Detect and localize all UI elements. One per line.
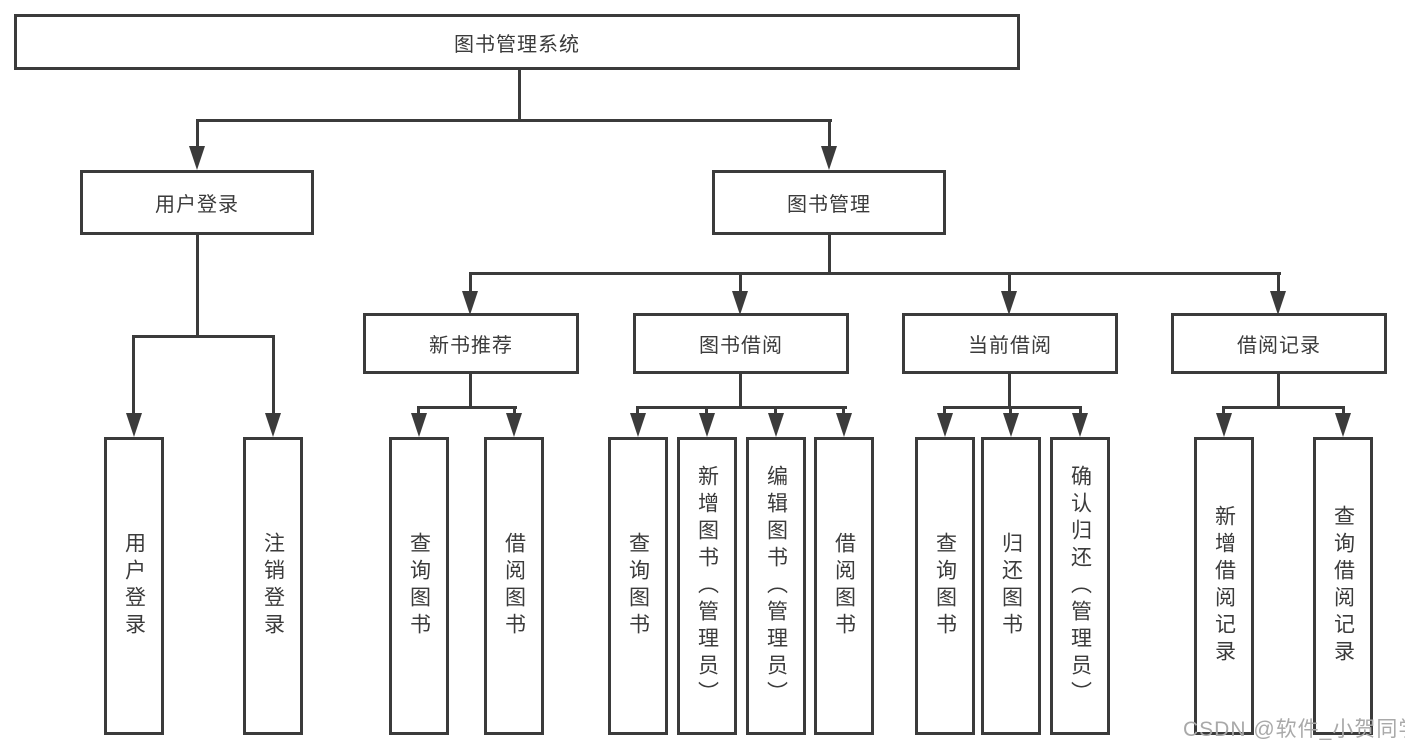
arrow-down-icon (411, 413, 427, 437)
arrow-down-icon (630, 413, 646, 437)
leaf-logout: 注销登录 (243, 437, 303, 735)
connector-line (636, 406, 847, 409)
arrow-down-icon (836, 413, 852, 437)
connector-line (196, 119, 832, 122)
arrow-down-icon (937, 413, 953, 437)
connector-line (1008, 374, 1011, 409)
node-label: 查询图书 (933, 532, 957, 640)
leaf-query-books-recommend: 查询图书 (389, 437, 449, 735)
arrow-down-icon (126, 413, 142, 437)
connector-line (132, 335, 275, 338)
arrow-down-icon (1072, 413, 1088, 437)
node-label: 注销登录 (261, 532, 285, 640)
connector-line (828, 119, 831, 148)
connector-line (196, 235, 199, 338)
connector-line (132, 335, 135, 415)
node-user-login: 用户登录 (80, 170, 314, 235)
node-label: 借阅图书 (832, 532, 856, 640)
node-label: 图书管理 (787, 194, 871, 216)
node-label: 编辑图书（管理员） (764, 464, 788, 708)
node-label: 查询图书 (626, 532, 650, 640)
arrow-down-icon (1001, 291, 1017, 315)
leaf-user-login: 用户登录 (104, 437, 164, 735)
node-label: 归还图书 (999, 532, 1023, 640)
arrow-down-icon (1216, 413, 1232, 437)
node-label: 查询借阅记录 (1331, 505, 1355, 667)
connector-line (1008, 272, 1011, 293)
arrow-down-icon (1270, 291, 1286, 315)
connector-line (943, 406, 1082, 409)
leaf-add-borrow-record: 新增借阅记录 (1194, 437, 1254, 735)
connector-line (272, 335, 275, 415)
node-label: 用户登录 (155, 194, 239, 216)
arrow-down-icon (189, 146, 205, 170)
connector-line (1079, 406, 1082, 416)
node-library-management-system: 图书管理系统 (14, 14, 1020, 70)
leaf-query-borrow-record: 查询借阅记录 (1313, 437, 1373, 735)
node-new-book-recommendation: 新书推荐 (363, 313, 579, 374)
connector-line (1277, 272, 1280, 293)
connector-line (842, 406, 845, 416)
arrow-down-icon (265, 413, 281, 437)
node-label: 确认归还（管理员） (1068, 464, 1092, 708)
arrow-down-icon (506, 413, 522, 437)
leaf-borrow-books-recommend: 借阅图书 (484, 437, 544, 735)
connector-line (739, 374, 742, 409)
arrow-down-icon (1335, 413, 1351, 437)
connector-line (774, 406, 777, 416)
node-label: 借阅图书 (502, 532, 526, 640)
leaf-add-books-admin: 新增图书（管理员） (677, 437, 737, 735)
connector-line (1009, 406, 1012, 416)
node-current-borrowing: 当前借阅 (902, 313, 1118, 374)
connector-line (513, 406, 516, 416)
node-book-borrowing: 图书借阅 (633, 313, 849, 374)
arrow-down-icon (821, 146, 837, 170)
node-label: 图书借阅 (699, 335, 783, 357)
connector-line (739, 272, 742, 293)
node-label: 新书推荐 (429, 335, 513, 357)
connector-line (1277, 374, 1280, 409)
connector-line (518, 70, 521, 122)
node-label: 新增借阅记录 (1212, 505, 1236, 667)
connector-line (417, 406, 517, 409)
node-label: 借阅记录 (1237, 335, 1321, 357)
node-label: 新增图书（管理员） (695, 464, 719, 708)
csdn-watermark: CSDN @软件_小贺同学 (1183, 718, 1405, 741)
node-label: 当前借阅 (968, 335, 1052, 357)
connector-line (196, 119, 199, 148)
connector-line (636, 406, 639, 416)
leaf-edit-books-admin: 编辑图书（管理员） (746, 437, 806, 735)
arrow-down-icon (699, 413, 715, 437)
leaf-query-books-current: 查询图书 (915, 437, 975, 735)
arrow-down-icon (462, 291, 478, 315)
connector-line (1222, 406, 1225, 416)
connector-line (469, 272, 1281, 275)
arrow-down-icon (1003, 413, 1019, 437)
connector-line (1222, 406, 1345, 409)
connector-line (1342, 406, 1345, 416)
node-book-management: 图书管理 (712, 170, 946, 235)
connector-line (469, 374, 472, 409)
leaf-query-books-borrow: 查询图书 (608, 437, 668, 735)
node-label: 图书管理系统 (454, 33, 580, 56)
leaf-return-books: 归还图书 (981, 437, 1041, 735)
leaf-confirm-return-admin: 确认归还（管理员） (1050, 437, 1110, 735)
connector-line (705, 406, 708, 416)
connector-line (828, 235, 831, 275)
leaf-borrow-books: 借阅图书 (814, 437, 874, 735)
connector-line (943, 406, 946, 416)
arrow-down-icon (768, 413, 784, 437)
connector-line (417, 406, 420, 416)
connector-line (469, 272, 472, 293)
arrow-down-icon (732, 291, 748, 315)
node-borrowing-records: 借阅记录 (1171, 313, 1387, 374)
node-label: 查询图书 (407, 532, 431, 640)
node-label: 用户登录 (122, 532, 146, 640)
